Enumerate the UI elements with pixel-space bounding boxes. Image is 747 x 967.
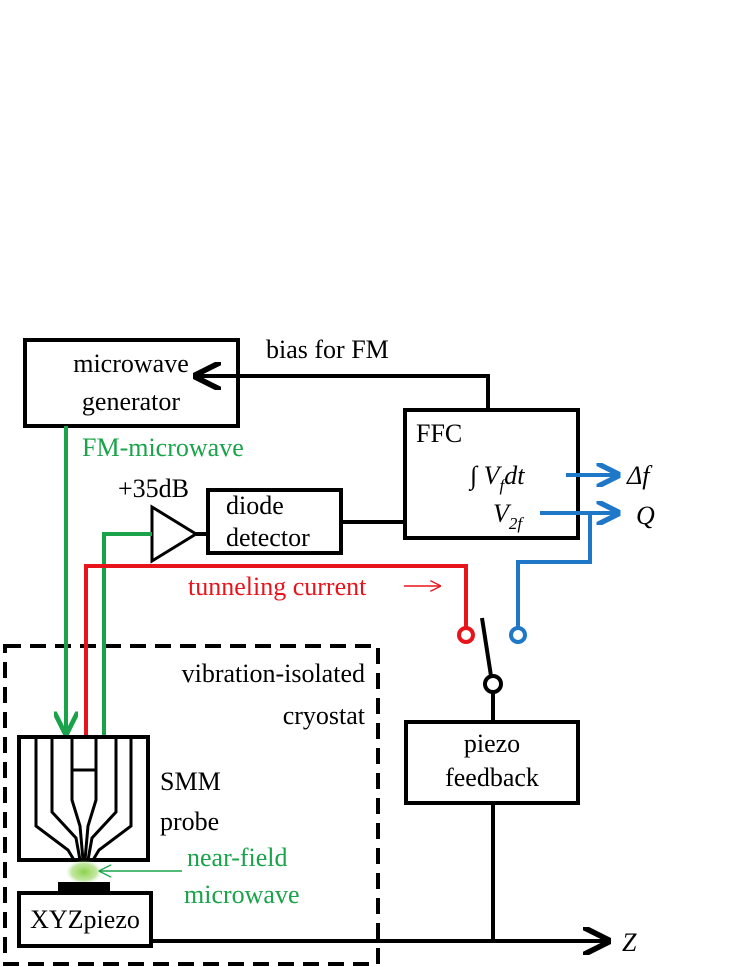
cryostat-label-1: vibration-isolated — [182, 659, 365, 688]
ffc-v2f-term: V2f — [493, 499, 524, 533]
ffc-integral-term: ∫ Vfdt — [468, 461, 525, 495]
tunneling-current-line — [84, 564, 468, 740]
bias-line — [196, 376, 490, 410]
ffc-label: FFC — [416, 419, 462, 448]
smm-probe — [17, 735, 150, 862]
near-field-glow — [66, 860, 102, 884]
probe-to-amp-line — [102, 532, 152, 740]
near-field-label-2: microwave — [184, 880, 300, 909]
switch-terminal-blue — [509, 626, 527, 644]
diode-detector-label-2: detector — [226, 523, 310, 552]
cryostat-enclosure — [3, 644, 380, 966]
delta-f-output-label: Δf — [626, 461, 653, 490]
microwave-generator-block: microwave generator — [23, 338, 240, 428]
piezo-feedback-label-2: feedback — [445, 763, 539, 792]
switch-lever — [480, 617, 493, 677]
piezo-feedback-label-1: piezo — [464, 729, 520, 758]
z-axis-label: Z — [622, 928, 637, 957]
xyz-piezo-block: XYZpiezo — [17, 891, 153, 948]
switch-terminal-red — [457, 626, 475, 644]
diode-detector-block: diode detector — [206, 488, 343, 555]
amplifier-triangle — [150, 504, 199, 564]
switch-pivot — [483, 674, 503, 694]
piezo-feedback-block: piezo feedback — [404, 720, 580, 805]
q-output-label: Q — [636, 501, 655, 530]
ffc-block: FFC ∫ Vfdt V2f — [403, 408, 580, 540]
near-field-label-1: near-field — [187, 843, 288, 872]
smm-probe-label-2: probe — [160, 807, 219, 836]
microwave-generator-label-2: generator — [82, 387, 181, 416]
xyz-piezo-label: XYZpiezo — [30, 905, 140, 934]
amp-gain-label: +35dB — [118, 474, 189, 503]
sample — [58, 882, 110, 892]
q-to-switch-line — [516, 513, 592, 628]
bias-label: bias for FM — [266, 335, 389, 364]
cryostat-label-2: cryostat — [283, 701, 366, 730]
diode-detector-label-1: diode — [226, 491, 284, 520]
tunneling-current-label: tunneling current — [188, 572, 367, 601]
microwave-generator-label-1: microwave — [73, 349, 189, 378]
fm-microwave-label: FM-microwave — [82, 433, 244, 462]
smm-probe-label-1: SMM — [160, 767, 221, 796]
